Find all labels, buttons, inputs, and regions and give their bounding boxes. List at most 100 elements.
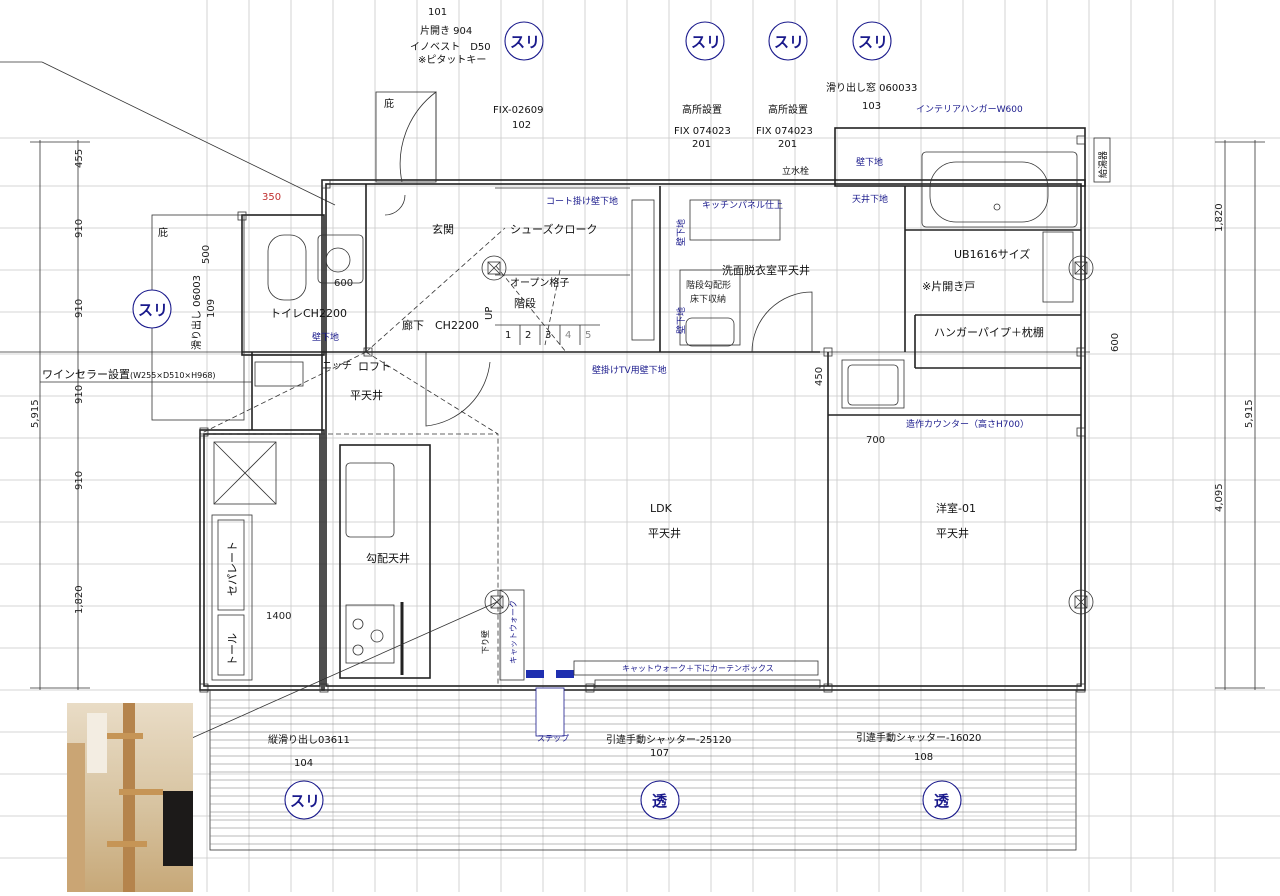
dim-910-b: 910: [74, 299, 85, 318]
window-badge-1: スリ: [504, 21, 544, 61]
room-entrance: 玄関: [432, 222, 454, 236]
interior-walls: [242, 184, 1081, 686]
dim-910-d: 910: [74, 471, 85, 490]
eave-top: 庇: [384, 97, 394, 110]
shutter-right: 引違手動シャッター‐16020: [856, 731, 981, 744]
door-maker: イノベスト D50: [410, 41, 491, 53]
dim-600-right: 600: [1110, 333, 1121, 352]
dim-600: 600: [334, 278, 353, 289]
dim-1820-left: 1,820: [74, 585, 85, 614]
window-badge-8: 透: [922, 780, 962, 820]
svg-text:スリ: スリ: [691, 33, 721, 51]
kitchen-panel-note: キッチンパネル仕上: [702, 199, 783, 211]
stair-shelf-note: 階段勾配形: [686, 279, 731, 291]
dim-5915-left: 5,915: [30, 399, 41, 428]
svg-text:スリ: スリ: [290, 792, 320, 810]
hanging-wall: 下り壁: [480, 630, 490, 654]
wine-cellar-size: (W255×D510×H968): [130, 371, 216, 380]
window-badge-6: スリ: [284, 780, 324, 820]
room-western-01: 洋室-01: [936, 501, 976, 515]
dim-500: 500: [201, 245, 212, 264]
door-swings: [375, 91, 813, 427]
ceiling-base-bath: 天井下地: [852, 193, 888, 205]
shutter-mid: 引違手動シャッター‐25120: [606, 733, 731, 746]
separate-fridge: セパレート: [226, 541, 239, 596]
wall-base-bath: 壁下地: [856, 156, 883, 168]
svg-text:透: 透: [652, 792, 668, 810]
room-toilet: トイレCH2200: [270, 307, 347, 320]
cat-tower-photo: [67, 703, 193, 892]
wall-base-toilet: 壁下地: [312, 331, 339, 343]
door-note: ※ピタットキー: [418, 54, 486, 66]
coat-base-note: コート掛け壁下地: [546, 195, 618, 207]
door-id: 101: [428, 7, 447, 18]
catwalk-box: [573, 660, 819, 676]
single-door-note: ※片開き戸: [922, 280, 975, 293]
window-badge-5: スリ: [132, 289, 172, 329]
catwalk-block-right: [556, 670, 574, 678]
fix-mid2-note: 高所設置: [768, 103, 808, 116]
dim-700: 700: [866, 435, 885, 446]
dim-910-c: 910: [74, 385, 85, 404]
svg-text:スリ: スリ: [510, 33, 540, 51]
step-1: 1: [505, 330, 511, 341]
dim-1820-right: 1,820: [1214, 203, 1225, 232]
dim-109: 109: [206, 299, 217, 318]
window-badge-2: スリ: [685, 21, 725, 61]
slide-window-id: 103: [862, 101, 881, 112]
room-shoe-closet: シューズクローク: [510, 222, 597, 236]
bottom-left-window: 縦滑り出し03611: [268, 733, 350, 746]
step-label: ステップ: [537, 734, 569, 743]
fix-mid1: FIX 074023: [674, 126, 731, 137]
interior-hanger: インテリアハンガーW600: [916, 104, 1023, 115]
fix-left: FIX-02609: [493, 105, 543, 116]
column-markers: [199, 135, 1094, 693]
step-4: 4: [565, 330, 571, 341]
dim-910-a: 910: [74, 219, 85, 238]
fix-mid2-id: 201: [778, 139, 797, 150]
room-washroom: 洗面脱衣室平天井: [722, 263, 810, 277]
niche: ニッチ: [322, 360, 352, 372]
shutter-right-id: 108: [914, 752, 933, 763]
window-badge-3: スリ: [768, 21, 808, 61]
loft-ceiling: 平天井: [350, 388, 383, 402]
dim-1400: 1400: [266, 611, 291, 622]
wall-base-wash: 壁下地: [675, 307, 687, 334]
room-ldk: LDK: [650, 502, 673, 515]
stairs-rail: オープン格子: [510, 276, 569, 289]
counter: 造作カウンター（高さH700）: [906, 418, 1029, 430]
western-ceiling: 平天井: [936, 526, 969, 540]
slide-window: 滑り出し窓 060033: [826, 81, 917, 94]
water-heater-box: [1093, 137, 1111, 183]
room-corridor: 廊下 CH2200: [402, 318, 479, 332]
window-badge-4: スリ: [852, 21, 892, 61]
hanger-pipe: ハンガーパイプ＋枕棚: [934, 325, 1044, 339]
ldk-ceiling: 平天井: [648, 526, 681, 540]
dim-5915-right: 5,915: [1244, 399, 1255, 428]
slide-left: 滑り出し 06003: [190, 275, 203, 350]
sloped-ceiling: 勾配天井: [366, 551, 410, 565]
door-type: 片開き 904: [420, 24, 472, 37]
tv-base-note: 壁掛けTV用壁下地: [592, 364, 667, 376]
room-loft: ロフト: [358, 360, 391, 373]
wall-base-entrance: 壁下地: [675, 219, 687, 246]
stairs-up: UP: [484, 307, 495, 320]
room-ub: UB1616サイズ: [954, 247, 1030, 261]
water-heater: 給湯器: [1097, 151, 1109, 178]
dim-450: 450: [814, 367, 825, 386]
catwalk-v: キャットウォーク: [509, 600, 518, 664]
room-stairs: 階段: [514, 296, 536, 310]
shutter-mid-id: 107: [650, 748, 669, 759]
step-3: 3: [545, 330, 551, 341]
fix-mid1-id: 201: [692, 139, 711, 150]
step-2: 2: [525, 330, 531, 341]
eave-left-label: 庇: [158, 226, 168, 239]
dim-455: 455: [74, 149, 85, 168]
catwalk-box-label: キャットウォーク＋下にカーテンボックス: [622, 664, 774, 673]
wine-cellar: ワインセラー設置: [42, 367, 130, 381]
catwalk-vertical: [499, 589, 525, 681]
svg-text:透: 透: [934, 792, 950, 810]
tall-cabinet: トール: [226, 633, 239, 666]
